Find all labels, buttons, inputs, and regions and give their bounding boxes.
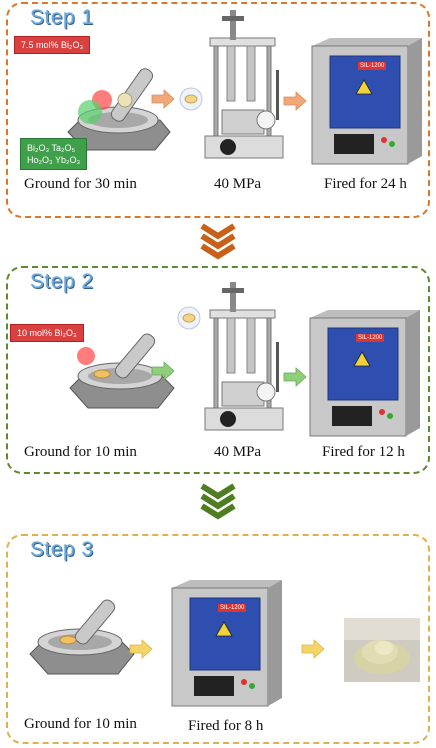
step2-title: Step 2 [30, 270, 94, 293]
step1-press-icon [204, 10, 284, 159]
step1-caption-fire: Fired for 24 h [324, 176, 407, 192]
step1-dopant-tag: 7.5 mol% Bi₂O₃ [14, 36, 91, 54]
step2-arrow-2 [283, 367, 307, 387]
step1-caption-press: 40 MPa [214, 176, 262, 192]
step3-mortar-icon [29, 599, 135, 675]
step3-arrow-1 [129, 639, 153, 659]
step1-panel [6, 2, 430, 218]
step2-press-icon [204, 282, 284, 431]
reagents-line-1: Bi₂O₃ Ta₂O₅ [27, 143, 76, 153]
step2-caption-grind: Ground for 10 min [24, 444, 137, 460]
step3-furnace-label: SIL-1200 [218, 604, 247, 612]
step3-caption-grind: Ground for 10 min [24, 716, 137, 732]
step1-pellet-icon [179, 87, 203, 111]
step1-furnace-icon [311, 38, 422, 165]
step1-mortar-icon [67, 68, 171, 151]
step2-furnace-icon [309, 310, 420, 437]
step1-caption-grind: Ground for 30 min [24, 176, 137, 192]
step3-panel [6, 534, 430, 744]
step3-furnace-icon [171, 580, 282, 707]
step2-dopant-tag: 10 mol% Bi₂O₃ [10, 324, 84, 342]
step1-reagents-box: Bi₂O₃ Ta₂O₅ Ho₂O₃ Yb₂O₃ [20, 138, 88, 170]
step2-caption-fire: Fired for 12 h [322, 444, 405, 460]
step3-title: Step 3 [30, 538, 94, 561]
step2-mortar-icon [69, 333, 175, 409]
step1-arrow-1 [151, 89, 175, 109]
step1-title: Step 1 [30, 6, 94, 29]
step2-caption-press: 40 MPa [214, 444, 262, 460]
step1-arrow-2 [283, 91, 307, 111]
powder-sample-image [344, 618, 420, 682]
green-chevrons-icon [200, 483, 236, 520]
step3-arrow-2 [301, 639, 325, 659]
step3-caption-fire: Fired for 8 h [188, 718, 264, 734]
step2-furnace-label: SIL-1200 [356, 334, 385, 342]
step2-arrow-1 [151, 361, 175, 381]
step2-pellet-icon [177, 306, 201, 330]
step1-furnace-label: SIL-1200 [358, 62, 387, 70]
orange-chevrons-icon [200, 223, 236, 260]
step2-panel [6, 266, 430, 474]
reagents-line-2: Ho₂O₃ Yb₂O₃ [27, 155, 81, 165]
